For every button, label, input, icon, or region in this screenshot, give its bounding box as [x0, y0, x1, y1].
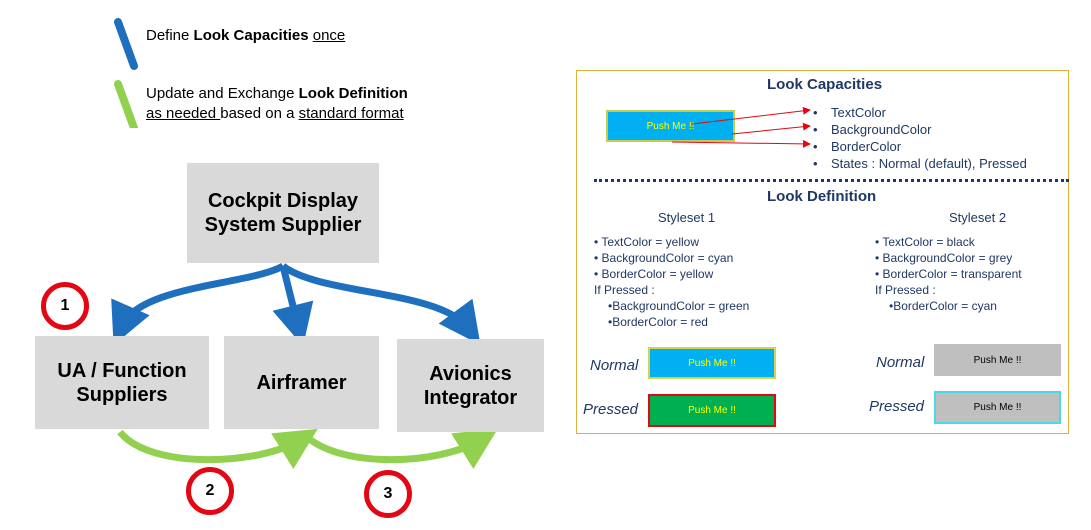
capability-border: BorderColor [831, 139, 902, 154]
airframer-box: Airframer [224, 336, 379, 429]
supplier-box: Cockpit Display System Supplier [187, 163, 379, 263]
styleset2-prop: • BorderColor = transparent [875, 267, 1022, 281]
legend-define-prefix: Define [146, 27, 194, 44]
airframer-label: Airframer [256, 371, 347, 394]
styleset2-normal-button-label: Push Me !! [973, 354, 1022, 366]
pointer-textcolor [691, 106, 811, 125]
styleset2-props: • TextColor = black • BackgroundColor = … [875, 234, 1022, 314]
capability-background: BackgroundColor [831, 122, 932, 137]
styleset2-normal-button[interactable]: Push Me !! [934, 344, 1061, 376]
ua-label: UA / Function Suppliers [57, 359, 187, 406]
legend-update-bold: Look Definition [298, 85, 408, 102]
avionics-box: Avionics Integrator [397, 339, 544, 432]
legend-update-line2: as needed based on a standard format [146, 104, 404, 124]
styleset1-pressed-button-label: Push Me !! [688, 405, 736, 416]
legend-define: Define Look Capacities once [146, 26, 345, 46]
styleset2-pressed-button[interactable]: Push Me !! [934, 391, 1061, 424]
styleset2-normal-label: Normal [876, 354, 925, 371]
legend-define-bold: Look Capacities [193, 27, 309, 44]
demo-push-button[interactable]: Push Me !! [606, 110, 735, 142]
legend-based-on: based on a [220, 105, 299, 122]
look-capacities-title: Look Capacities [767, 76, 883, 93]
flow-arrows [111, 262, 498, 469]
legend-green-stroke [114, 80, 138, 128]
capability-states: States : Normal (default), Pressed [831, 156, 1027, 171]
capability-textcolor: TextColor [831, 105, 886, 120]
styleset2-pressed-label: Pressed [869, 398, 925, 415]
ua-box: UA / Function Suppliers [35, 336, 209, 429]
pointer-background [731, 122, 811, 135]
styleset1-pressed-prop: •BackgroundColor = green [608, 299, 750, 313]
styleset1-title: Styleset 1 [658, 210, 716, 225]
capability-item: •TextColor [813, 105, 886, 120]
section-divider [594, 179, 1069, 182]
capability-item: •States : Normal (default), Pressed [813, 156, 1027, 171]
arrow-supplier-to-avionics [280, 263, 481, 345]
arrow-ua-to-airframer [117, 428, 318, 469]
styleset1-pressed-prop: •BorderColor = red [608, 315, 708, 329]
capability-list: •TextColor •BackgroundColor •BorderColor… [813, 104, 1027, 172]
capability-item: •BorderColor [813, 139, 902, 154]
styleset2-if-pressed: If Pressed : [875, 283, 936, 297]
legend-blue-stroke [114, 18, 138, 70]
step-badge-2: 2 [186, 467, 234, 515]
step-badge-2-label: 2 [205, 482, 215, 499]
styleset1-normal-label: Normal [590, 357, 639, 374]
styleset1-props: • TextColor = yellow • BackgroundColor =… [594, 234, 749, 330]
styleset2-pressed-prop: •BorderColor = cyan [889, 299, 997, 313]
avionics-label: Avionics Integrator [423, 362, 518, 409]
styleset2-title: Styleset 2 [949, 210, 1007, 225]
capability-item: •BackgroundColor [813, 122, 932, 137]
legend-define-once: once [312, 27, 346, 44]
styleset1-prop: • BackgroundColor = cyan [594, 251, 734, 265]
demo-push-button-label: Push Me !! [646, 120, 695, 132]
legend-update: Update and Exchange Look Definition [146, 84, 408, 104]
styleset1-if-pressed: If Pressed : [594, 283, 655, 297]
arrow-supplier-to-airframer [272, 265, 314, 347]
legend-standard-format: standard format [298, 105, 404, 122]
step-badge-3-label: 3 [383, 485, 393, 502]
supplier-label: Cockpit Display System Supplier [204, 190, 362, 236]
capability-pointers [671, 106, 811, 148]
styleset1-pressed-button[interactable]: Push Me !! [648, 394, 776, 427]
styleset2-prop: • TextColor = black [875, 235, 975, 249]
styleset2-pressed-button-label: Push Me !! [973, 402, 1022, 413]
styleset1-prop: • TextColor = yellow [594, 235, 700, 249]
arrow-airframer-to-avionics [299, 428, 498, 469]
arrow-supplier-to-ua [111, 262, 285, 346]
step-badge-1: 1 [41, 282, 89, 330]
styleset1-normal-button[interactable]: Push Me !! [648, 347, 776, 379]
step-badge-1-label: 1 [60, 297, 70, 314]
step-badge-3: 3 [364, 470, 412, 518]
legend-strokes [114, 18, 138, 128]
styleset1-prop: • BorderColor = yellow [594, 267, 714, 281]
legend-as-needed: as needed [146, 105, 221, 122]
styleset1-pressed-label: Pressed [583, 401, 639, 418]
styleset1-normal-button-label: Push Me !! [688, 357, 736, 369]
pointer-border [671, 139, 811, 148]
styleset2-prop: • BackgroundColor = grey [875, 251, 1013, 265]
legend-update-prefix: Update and Exchange [146, 85, 299, 102]
look-definition-title: Look Definition [767, 188, 877, 205]
